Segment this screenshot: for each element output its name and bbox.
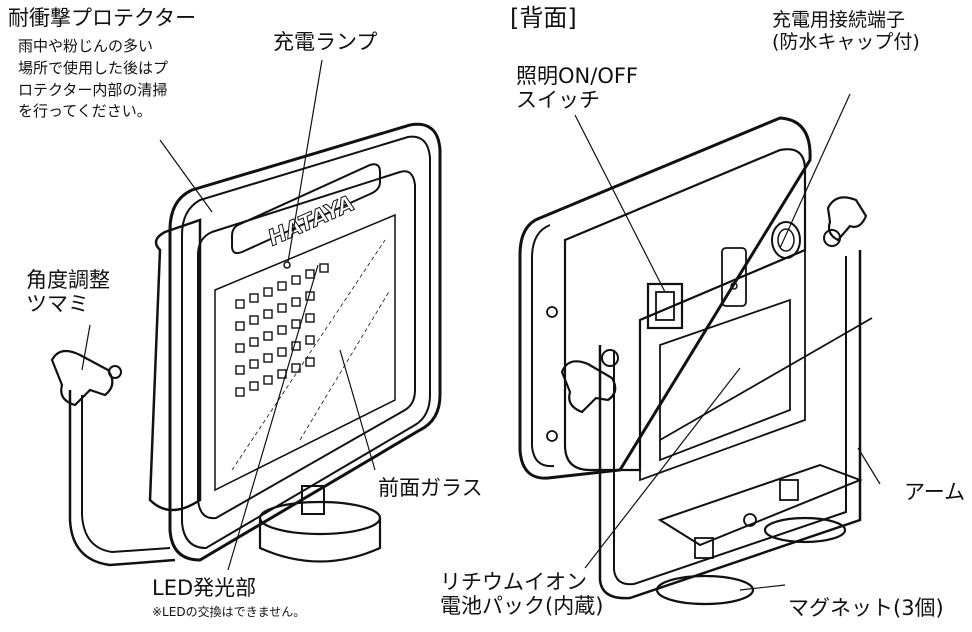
magnet-label: マグネット(3個) [788, 596, 944, 620]
protector-note: 雨中や粉じんの多い 場所で使用した後はプ ロテクター内部の清掃 を行ってください… [18, 36, 168, 123]
light-switch-line: スイッチ [516, 88, 600, 113]
front-glass-label: 前面ガラス [378, 476, 483, 500]
protector-title: 耐衝撃プロテクター [8, 6, 197, 30]
angle-knob-line: 角度調整 [26, 268, 110, 292]
led-label: LED発光部 [152, 576, 257, 600]
arm-label: アーム [904, 480, 966, 504]
protector-note-line: 場所で使用した後はプ [18, 58, 169, 77]
light-switch-label: 照明ON/OFF スイッチ [516, 64, 638, 112]
angle-knob-line: ツマミ [26, 292, 89, 317]
angle-knob-label: 角度調整 ツマミ [26, 268, 110, 316]
led-note: ※LEDの交換はできません。 [152, 605, 306, 619]
light-switch-line: 照明ON/OFF [516, 64, 639, 88]
charge-lamp-label: 充電ランプ [273, 30, 378, 54]
protector-note-line: を行ってください。 [18, 102, 152, 121]
battery-line: リチウムイオン [440, 570, 587, 594]
charge-port-label: 充電用接続端子 (防水キャップ付) [772, 9, 920, 54]
back-view-title: [背面] [510, 4, 577, 32]
battery-line: 電池パック(内蔵) [440, 594, 604, 619]
leader-lines [81, 59, 881, 591]
battery-label: リチウムイオン 電池パック(内蔵) [440, 570, 603, 618]
charge-port-line: (防水キャップ付) [772, 30, 920, 53]
protector-note-line: ロテクター内部の清掃 [18, 80, 168, 99]
charge-port-line: 充電用接続端子 [772, 9, 906, 31]
protector-note-line: 雨中や粉じんの多い [18, 37, 154, 55]
back-view [518, 116, 873, 606]
